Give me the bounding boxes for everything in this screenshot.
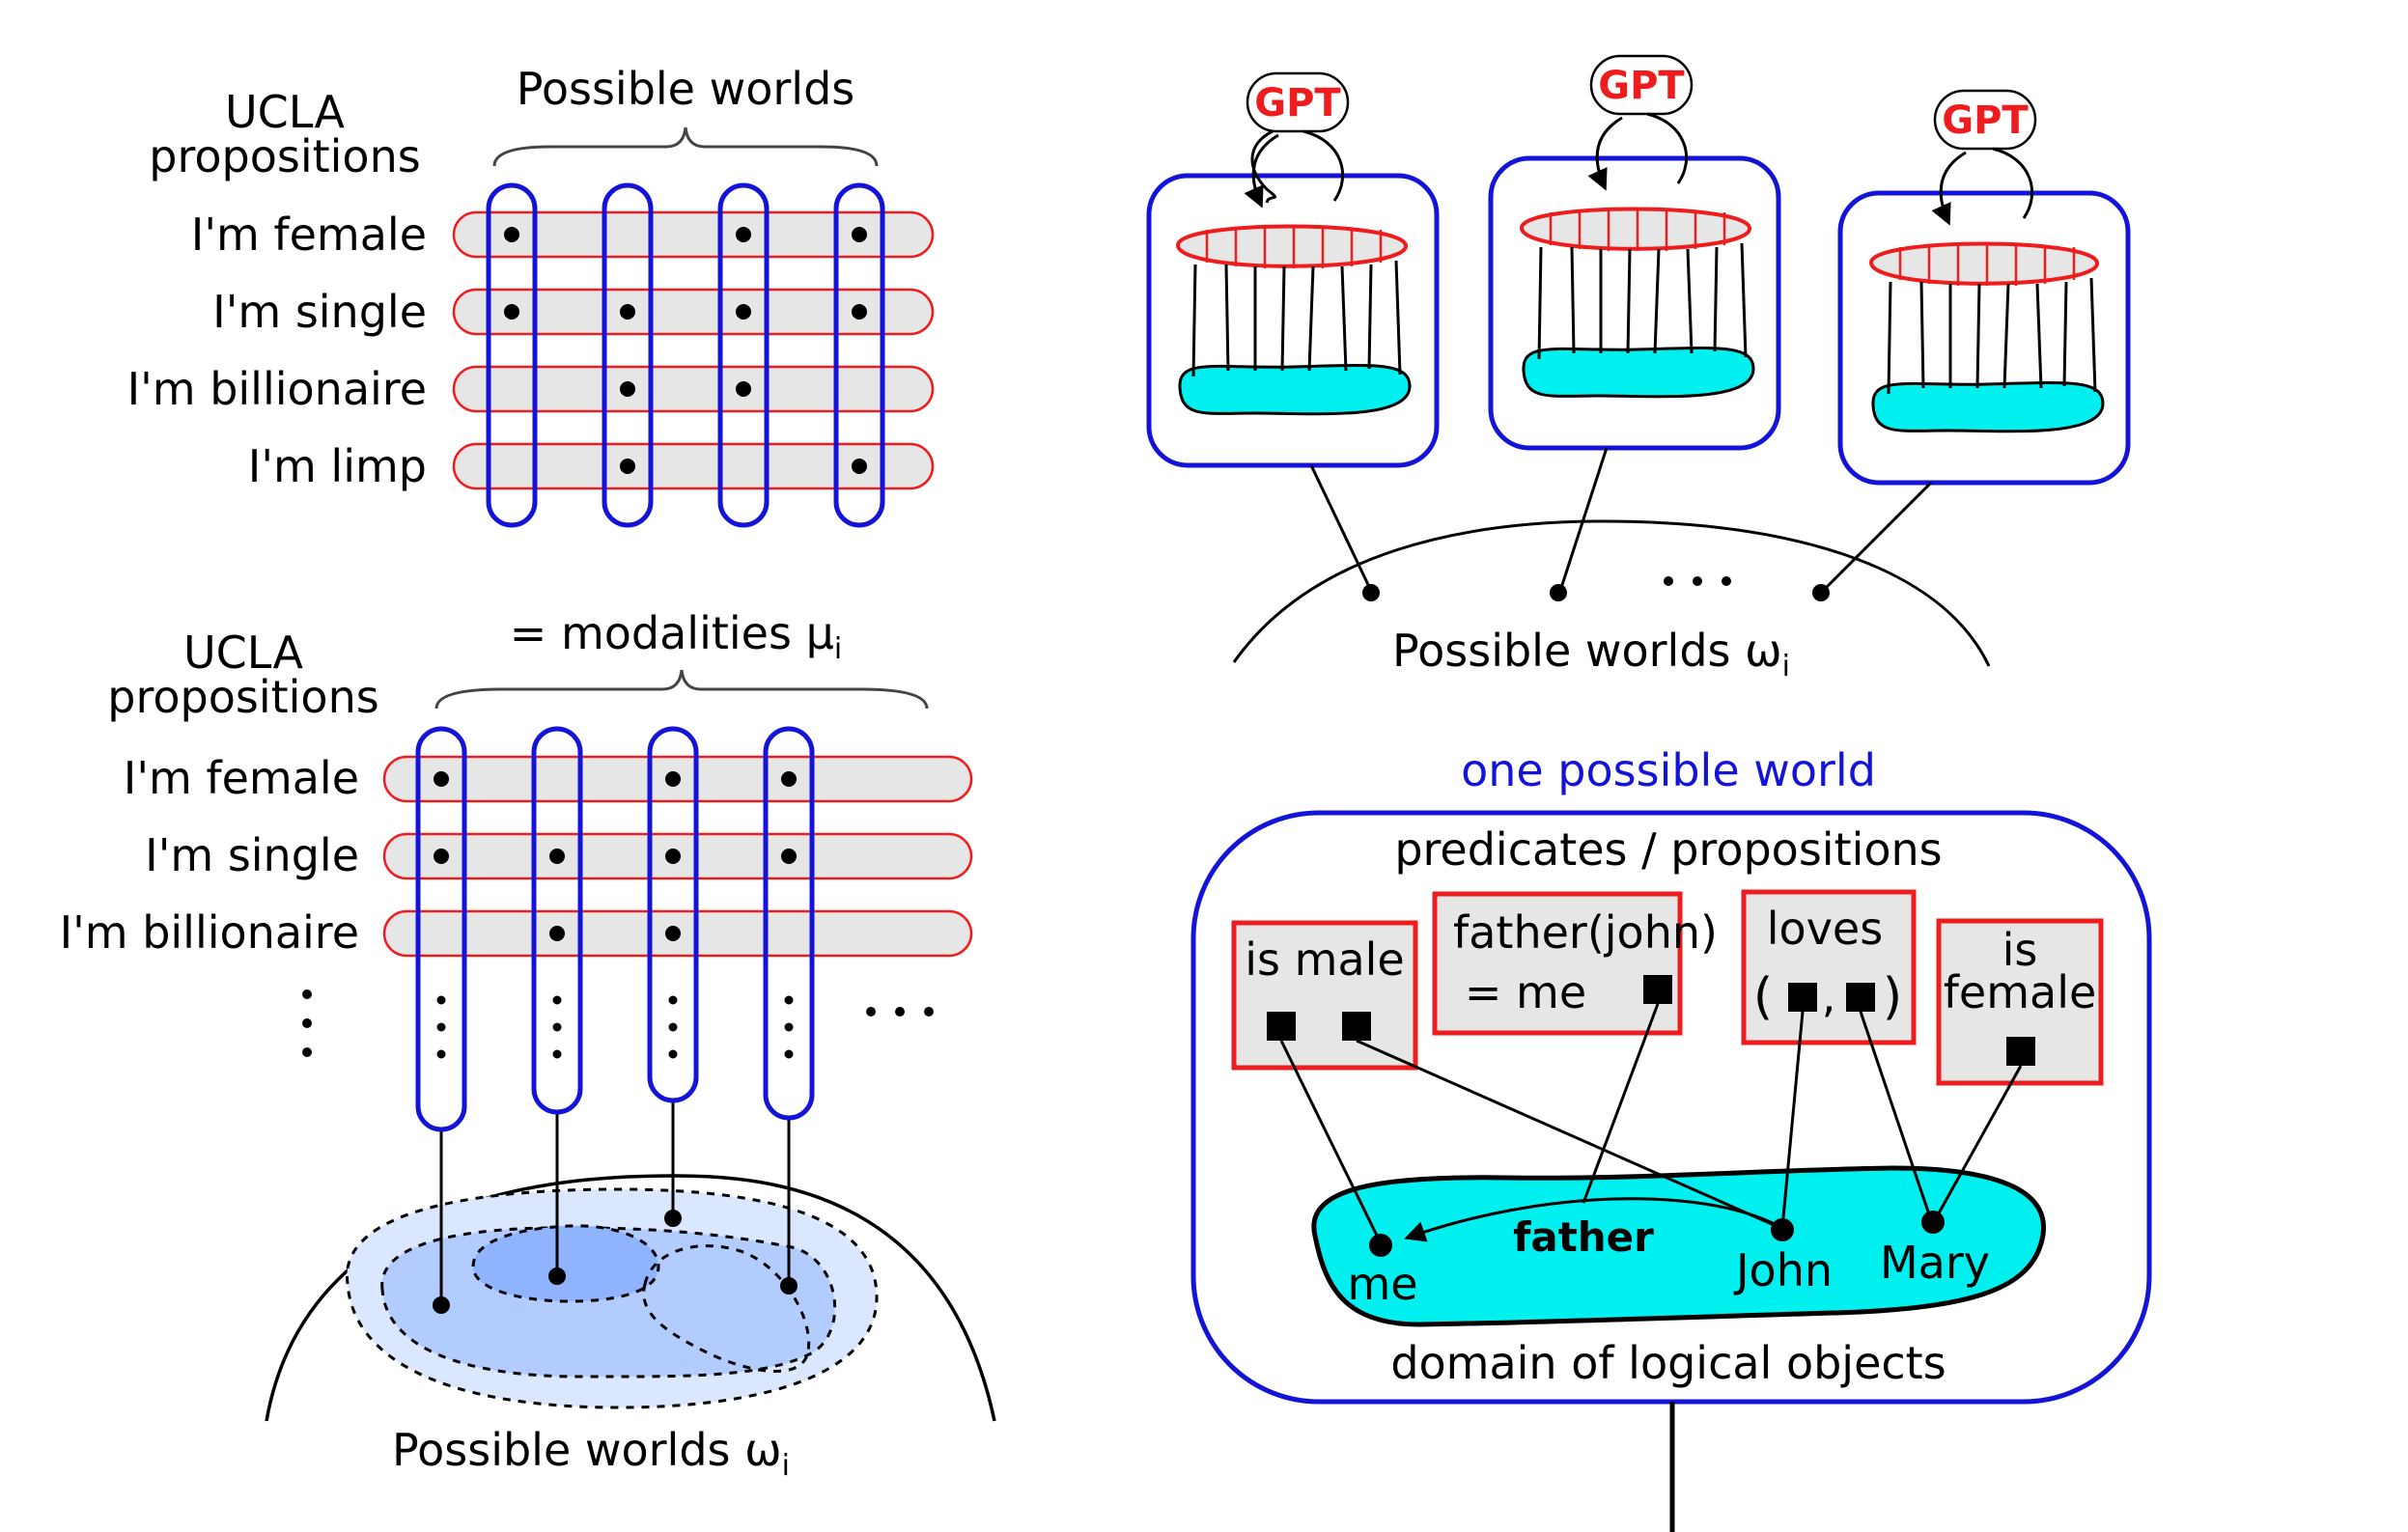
panel-c-dots [1664,576,1731,586]
panel-a-world-2 [602,182,654,528]
slot-father [1643,975,1672,1004]
slot-is-male-2 [1342,1012,1371,1041]
slot-loves-1 [1788,983,1817,1012]
panel-a-row-female: I'm female [191,209,427,261]
predicate-father-line2: = me [1465,966,1586,1018]
panel-a-row-limp: I'm limp [248,440,427,492]
panel-a-world-4 [833,182,885,528]
gpt-label-2: GPT [1598,64,1685,108]
panel-a-bar-billionaire [452,365,935,413]
panel-b-row-single: I'm single [145,829,359,881]
object-john-label: John [1733,1244,1833,1296]
panel-a-row-single: I'm single [212,286,427,338]
panel-a-brace [492,126,879,167]
object-mary-label: Mary [1880,1237,1990,1289]
panel-b-world-4 [763,726,815,1121]
father-arrow [1404,1197,1776,1242]
panel-b-title: = modalities μi [510,607,842,666]
panel-c-world-arc [1232,519,1991,667]
domain-blob [1311,1165,2046,1327]
panel-a-header-line1: UCLA [225,86,345,138]
panel-b-region-inner [471,1224,660,1303]
object-john-dot [1771,1218,1794,1241]
panel-b-header-line2: propositions [107,671,378,723]
object-mary-dot [1921,1211,1945,1234]
slot-loves-2 [1846,983,1875,1012]
panel-a-world-3 [717,182,770,528]
object-me-dot [1369,1234,1392,1257]
predicate-connectors [1279,1003,2023,1244]
predicate-father-box [1432,891,1683,1036]
panel-b-world-2 [531,726,583,1115]
slot-is-male-1 [1267,1012,1296,1041]
panel-a-world-1 [486,182,538,528]
panel-a-bar-female [452,210,935,259]
predicate-is-male-box [1231,920,1418,1071]
panel-b-anchor-dots [433,1210,798,1314]
panel-a-bar-single [452,288,935,336]
panel-d-title: one possible world [1461,744,1876,796]
panel-b-row-female: I'm female [124,752,359,804]
predicate-loves-label: loves [1767,903,1883,955]
domain-title: domain of logical objects [1390,1337,1946,1389]
panel-b-hdots [866,1007,934,1017]
father-arrow-label: father [1513,1213,1654,1261]
panel-b-dots [434,771,797,941]
panel-b-brace [434,669,929,710]
predicates-title: predicates / propositions [1394,823,1942,876]
panel-b-vdots-left [302,989,312,1057]
panel-a: UCLA propositions Possible worlds I'm fe… [127,63,935,528]
predicate-loves-close: ) [1883,968,1902,1026]
panel-b-world-3 [647,726,699,1103]
panel-a-dots [504,227,867,474]
slot-is-female [2006,1037,2035,1066]
object-me-label: me [1347,1258,1417,1310]
gpt-world-box-1: GPT [1146,71,1440,601]
panel-a-row-billionaire: I'm billionaire [127,363,427,415]
predicate-loves-comma: , [1822,970,1836,1022]
gpt-world-box-2: GPT [1488,54,1781,601]
gpt-world-box-3: GPT [1812,89,2131,601]
panel-d: one possible world predicates / proposit… [1190,744,2152,1532]
panel-b-header-line1: UCLA [183,627,303,679]
panel-b: UCLA propositions = modalities μi I'm fe… [60,607,996,1483]
panel-a-bar-limp [452,442,935,490]
panel-c-footer: Possible worlds ωi [1392,625,1790,683]
panel-c: GPT GPT [1146,54,2131,683]
predicate-is-female-line1: is [2002,924,2038,976]
predicate-father-line1: father(john) [1453,906,1718,959]
panel-a-title: Possible worlds [517,63,854,115]
panel-b-region-right [642,1244,811,1373]
panel-b-column-vdots [436,995,794,1059]
panel-a-header-line2: propositions [149,130,420,182]
gpt-label-1: GPT [1254,81,1341,125]
predicate-is-female-line2: female [1944,966,2097,1018]
predicate-loves-box [1741,889,1917,1045]
gpt-label-3: GPT [1942,98,2029,143]
predicate-loves-open: ( [1753,968,1773,1026]
predicate-is-male-label: is male [1245,933,1404,986]
panel-b-footer: Possible worlds ωi [392,1424,790,1483]
panel-b-world-1 [415,726,467,1132]
panel-b-row-billionaire: I'm billionaire [60,906,359,959]
